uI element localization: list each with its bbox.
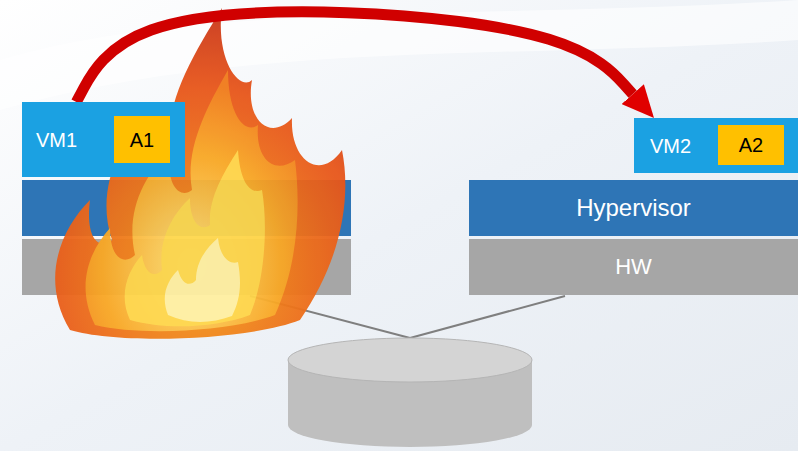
node-label: A1 bbox=[130, 129, 154, 151]
node-label: VM2 bbox=[650, 135, 691, 157]
vm-box: VM1 A1 bbox=[22, 102, 185, 177]
vm-box: VM2 A2 bbox=[634, 118, 798, 173]
hypervisor-band: Hypervisor bbox=[469, 180, 798, 236]
node-label: Hypervisor bbox=[576, 195, 691, 221]
storage-wire bbox=[410, 296, 565, 338]
node-label: A2 bbox=[739, 134, 763, 156]
migration-arrow bbox=[76, 12, 632, 102]
node-label: HW bbox=[615, 255, 652, 279]
node-label: VM1 bbox=[36, 129, 77, 151]
app-box: A2 bbox=[718, 125, 784, 165]
background-swoosh bbox=[0, 0, 798, 110]
hardware-band: HW bbox=[469, 239, 798, 295]
app-box: A1 bbox=[114, 116, 170, 163]
storage-cylinder bbox=[288, 338, 532, 447]
